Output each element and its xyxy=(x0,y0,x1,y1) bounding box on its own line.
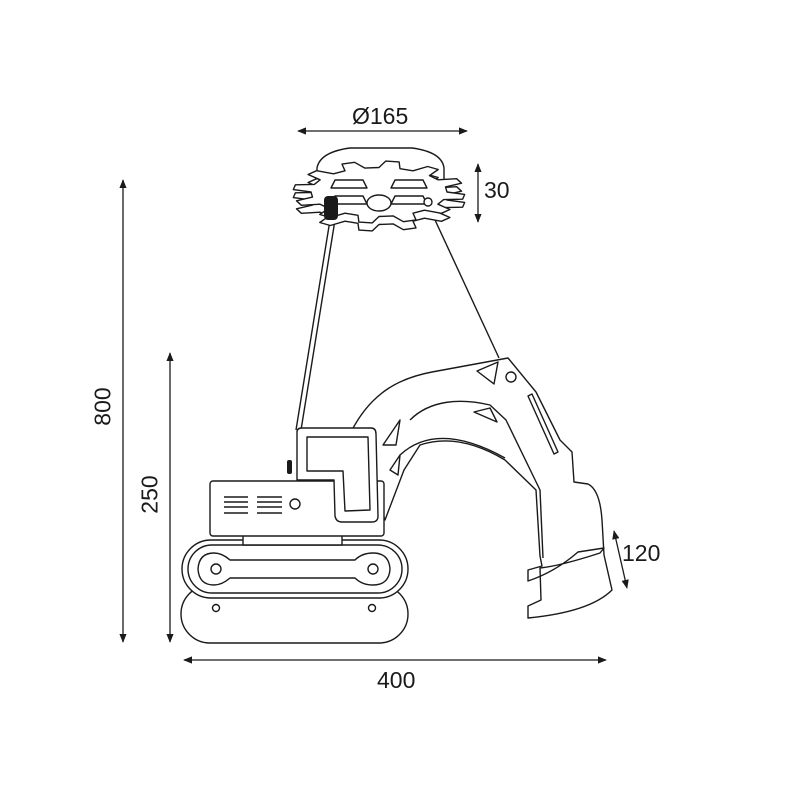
total-height-label: 800 xyxy=(89,387,116,426)
gear-canopy xyxy=(292,147,466,232)
total-width-label: 400 xyxy=(377,667,416,693)
body-height-label: 250 xyxy=(136,475,163,514)
gear-cutout xyxy=(330,179,368,189)
excavator-tracks xyxy=(180,539,409,644)
excavator-arm xyxy=(351,357,613,619)
gear-cutout xyxy=(390,179,428,189)
bucket-height-dimension-line xyxy=(612,530,629,589)
vent-grille xyxy=(224,496,282,514)
canopy-diameter-label: Ø165 xyxy=(352,103,409,129)
excavator-body xyxy=(209,427,385,546)
canopy-height-label: 30 xyxy=(484,177,510,203)
cable-connector-icon xyxy=(324,196,338,220)
suspension-wires xyxy=(295,206,500,431)
bucket-height-label: 120 xyxy=(622,540,661,566)
